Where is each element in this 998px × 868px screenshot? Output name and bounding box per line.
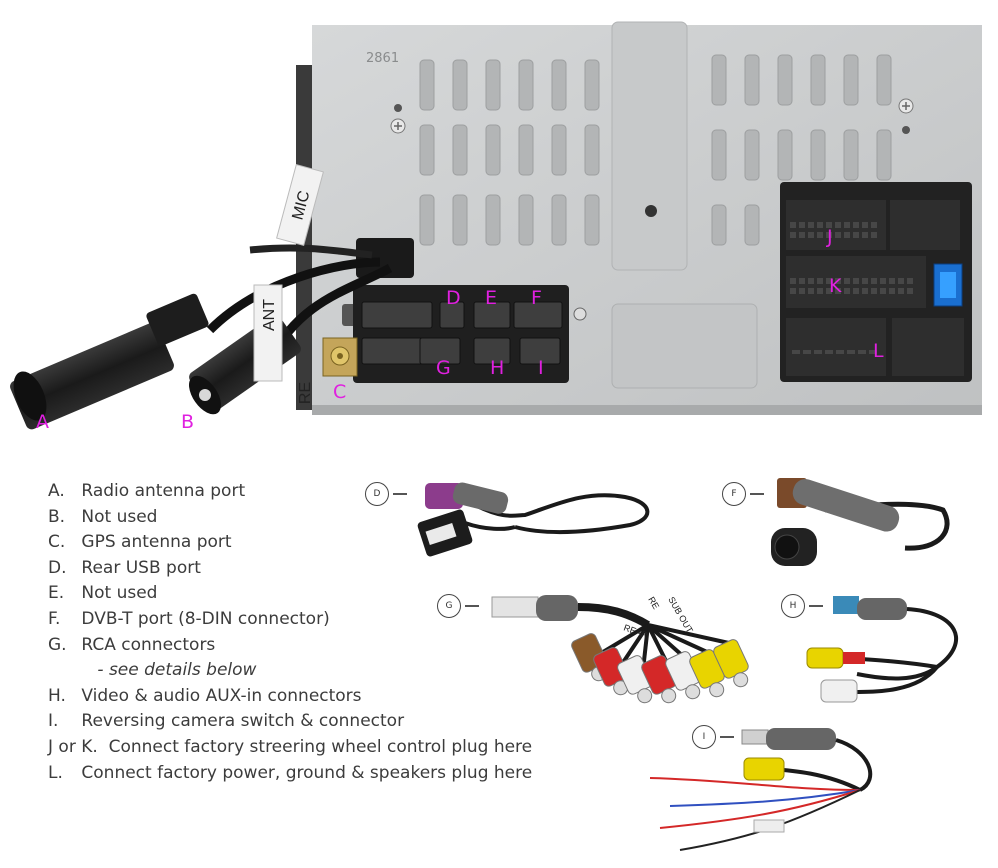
legend-item-b: B. Not used [48,506,158,527]
legend-item-h: H. Video & audio AUX-in connectors [48,685,362,706]
cable-badge-d: D [365,482,389,506]
ant-tag-text: ANT [261,299,278,331]
ventilation-slots [419,21,892,271]
usb-cable-illustration [417,482,650,557]
marker-h: H [490,357,505,379]
re-tag-text: RE [297,382,314,404]
cable-badge-i: I [692,725,716,749]
legend-item-a: A. Radio antenna port [48,481,246,501]
marker-l: L [873,340,884,362]
legend-item-g-note: - see details below [97,660,257,681]
marker-d: D [446,287,461,309]
legend-item-jk: J or K. Connect factory streering wheel … [48,736,533,757]
marker-i: I [538,357,544,379]
marker-b: B [181,411,195,433]
head-unit-rear-photo: 2861 [10,21,982,430]
cable-badge-h: H [781,594,805,618]
rca-tag-re: RE [646,595,661,611]
dvbt-cable-illustration [771,478,950,566]
cable-tag-mic: MIC [276,164,324,246]
legend-item-i: I. Reversing camera switch & connector [48,711,405,732]
marker-a: A [36,411,49,433]
cable-tag-ant: ANT RE [253,284,314,404]
reverse-camera-cable-illustration [649,728,873,851]
cable-badge-f: F [722,482,746,506]
marker-k: K [829,275,842,297]
marker-j: J [827,226,833,248]
legend-item-f: F. DVB-T port (8-DIN connector) [48,608,330,629]
cable-badge-g: G [437,594,461,618]
rca-harness-illustration: RE SUB OUT REAR [491,595,749,704]
legend-item-l: L. Connect factory power, ground & speak… [48,762,533,783]
gps-antenna-connector [322,337,358,377]
mic-plug [356,238,414,278]
middle-connector-block [342,285,587,383]
aux-in-cable-illustration [806,596,958,703]
legend-item-c: C. GPS antenna port [48,532,232,553]
chassis-stamp: 2861 [366,51,399,66]
marker-e: E [485,287,498,309]
legend-item-e: E. Not used [48,583,158,604]
marker-c: C [333,381,347,403]
right-connector-block [780,182,972,382]
legend-item-g: G. RCA connectors [48,634,216,655]
legend-item-d: D. Rear USB port [48,557,201,578]
port-legend: A. Radio antenna port B. Not used C. GPS… [48,479,532,786]
radio-antenna-jack [10,293,209,430]
marker-f: F [531,287,542,309]
marker-g: G [436,357,451,379]
